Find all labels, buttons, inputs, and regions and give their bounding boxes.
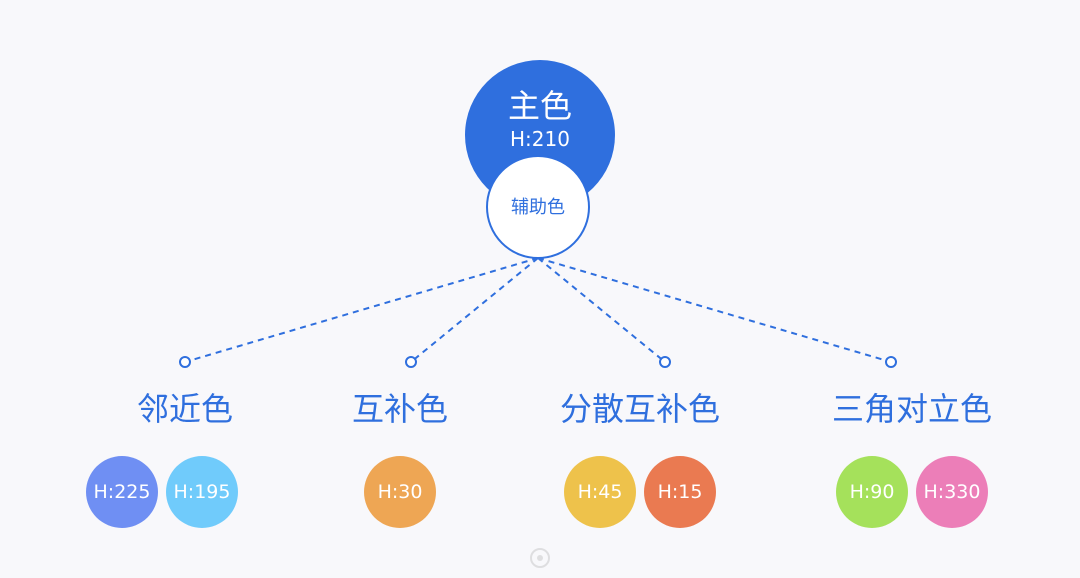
connector-end-node: [179, 356, 191, 368]
group-title-complementary: 互补色: [351, 390, 448, 428]
connector-adjacent: [184, 257, 539, 363]
swatch-label: H:225: [93, 481, 151, 503]
swatch-h195: H:195: [166, 456, 238, 528]
swatch-h90: H:90: [836, 456, 908, 528]
connector-end-node: [659, 356, 671, 368]
swatch-h225: H:225: [86, 456, 158, 528]
primary-color-name: 主色: [507, 87, 572, 125]
swatch-label: H:90: [849, 481, 895, 503]
swatch-label: H:330: [923, 481, 981, 503]
group-title-split-complementary: 分散互补色: [559, 390, 720, 428]
swatch-h330: H:330: [916, 456, 988, 528]
connector-split-complementary: [537, 257, 666, 363]
secondary-color-circle: 辅助色: [486, 155, 590, 259]
swatch-h30: H:30: [364, 456, 436, 528]
swatch-label: H:30: [377, 481, 423, 503]
connector-end-node: [405, 356, 417, 368]
swatch-label: H:15: [657, 481, 703, 503]
watermark-icon: [530, 548, 550, 568]
group-title-triadic: 三角对立色: [831, 390, 992, 428]
group-title-adjacent: 邻近色: [136, 390, 233, 428]
primary-color-hue: H:210: [510, 127, 570, 151]
connector-complementary: [410, 257, 539, 363]
swatch-label: H:45: [577, 481, 623, 503]
secondary-color-name: 辅助色: [511, 197, 565, 218]
swatch-h15: H:15: [644, 456, 716, 528]
swatch-h45: H:45: [564, 456, 636, 528]
connector-triadic: [537, 257, 892, 363]
connector-end-node: [885, 356, 897, 368]
swatch-label: H:195: [173, 481, 231, 503]
